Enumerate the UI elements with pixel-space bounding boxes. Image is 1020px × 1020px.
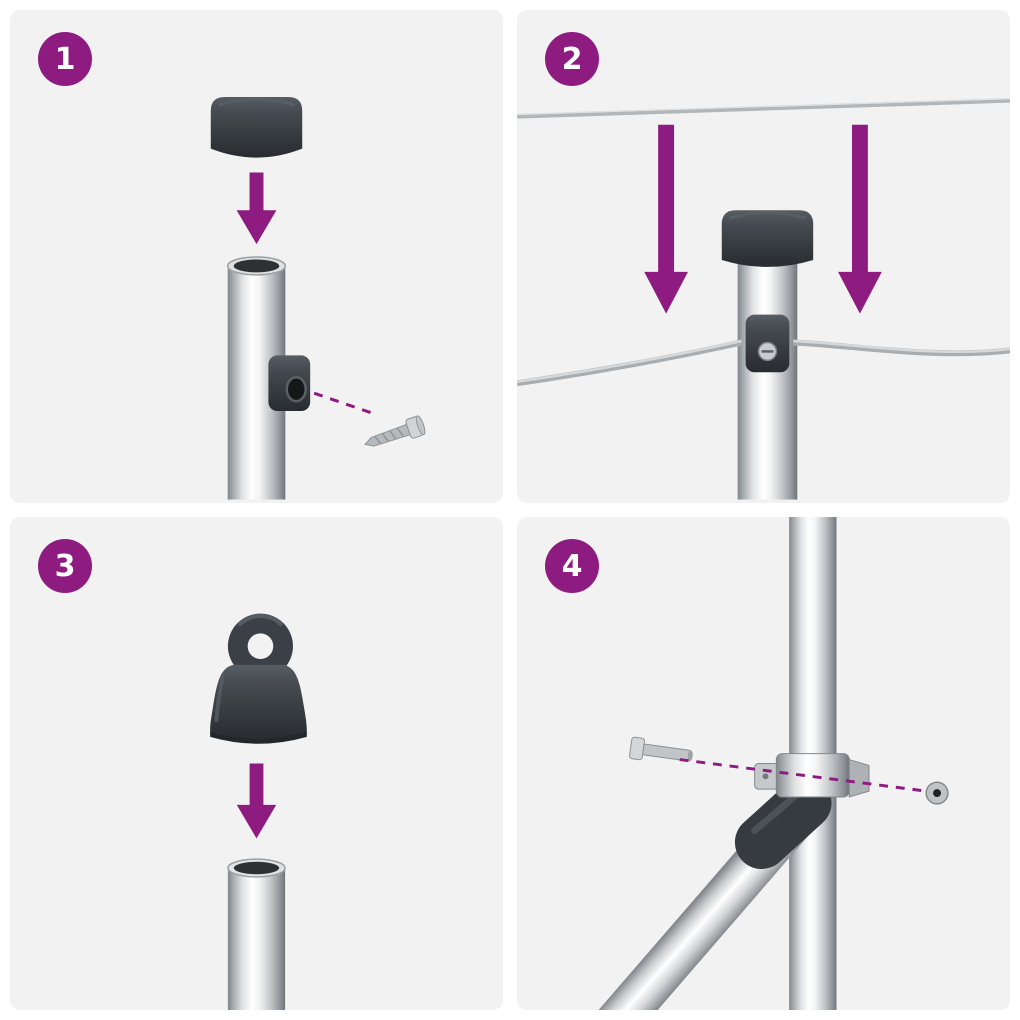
top-tension-wire (517, 97, 1010, 119)
post-open-top-hole (233, 259, 280, 273)
clamp-right-tab (848, 758, 870, 798)
step-3-panel: 3 (10, 517, 503, 1010)
step-4-panel: 4 (517, 517, 1010, 1010)
capped-post (721, 210, 814, 500)
nut (925, 781, 949, 805)
post-cap (721, 210, 814, 267)
bolt (629, 736, 693, 762)
step-1-number-badge: 1 (38, 32, 92, 86)
step-3-number-badge: 3 (38, 539, 92, 593)
arrow-down-left-icon (644, 124, 688, 314)
step-4-illustration (598, 517, 949, 1010)
step-1-illustration (210, 96, 426, 500)
dashed-guide-line (679, 758, 927, 793)
step-2-number: 2 (561, 41, 583, 77)
screw (364, 415, 426, 447)
eyelet-hole (247, 633, 274, 659)
threaded-wire (517, 339, 1010, 387)
brace-joint (734, 776, 832, 870)
post-cap (210, 96, 303, 158)
post-open-top-hole (233, 861, 280, 875)
step-1-number: 1 (54, 41, 76, 77)
step-3-illustration (210, 613, 307, 1010)
step-4-number: 4 (561, 548, 583, 584)
step-4-number-badge: 4 (545, 539, 599, 593)
eyelet-cap (210, 613, 307, 744)
arrow-down-icon (236, 172, 277, 245)
post (227, 858, 286, 1010)
wire-clamp (268, 355, 311, 412)
arrow-down-icon (236, 763, 277, 839)
cap-body (210, 664, 307, 741)
step-2-panel: 2 (517, 10, 1010, 503)
arrow-down-right-icon (838, 124, 882, 314)
step-1-panel: 1 (10, 10, 503, 503)
step-2-illustration (517, 97, 1010, 500)
post (737, 263, 798, 500)
wire-clamp (745, 314, 790, 373)
dashed-guide-line (313, 391, 379, 417)
clamp-band (775, 753, 850, 798)
step-2-number-badge: 2 (545, 32, 599, 86)
band-clamp (754, 753, 870, 798)
step-3-number: 3 (54, 548, 76, 584)
